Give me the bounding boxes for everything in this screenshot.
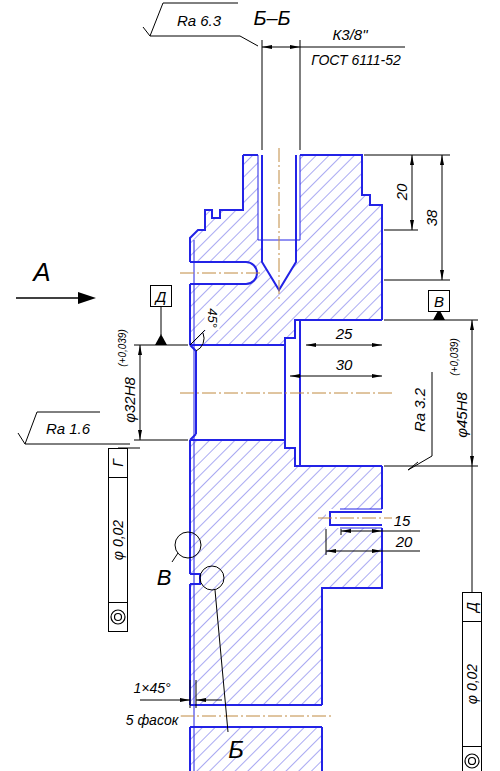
datum-letter: Д [156,289,167,304]
thread-lines [194,155,382,771]
detail-callouts [175,532,201,558]
dimension-text: 38 [424,210,439,227]
concentricity-symbol [465,754,479,768]
tolerance-frame: φ 0,02Д [462,592,482,771]
frame-leaders [118,448,472,602]
dimension-lines [382,531,420,532]
roughness-symbols [143,3,238,36]
dimension-lines [384,320,478,466]
concentricity-symbol [464,753,480,769]
hole-voids [189,153,383,727]
detail-letter: В [157,567,172,589]
dimension-lines [306,345,382,346]
diameter-text: φ45H8 [454,392,469,438]
roughness-symbols [408,372,432,470]
tolerance-text: (+0,039) [450,338,460,376]
datum-letter: Г [109,449,127,478]
datum-box: В [428,290,450,312]
dimension-lines [134,345,188,440]
diameter-text: φ32H8 [122,377,137,423]
part-outline [190,155,382,771]
detail-callouts [172,532,228,732]
dimension-lines [442,155,443,280]
angle-text: 45° [205,306,220,330]
dimension-lines [262,40,300,150]
center-lines [180,716,332,717]
tolerance-text: (+0,039) [118,329,128,367]
dimension-text: 20 [394,184,409,201]
hole-outlines [190,155,382,727]
roughness-label: Ra 6.3 [177,13,221,28]
dimension-text: 25 [336,326,353,341]
dimension-text: 30 [336,357,353,372]
dimension-lines [140,345,141,440]
symbol-cell [109,603,127,631]
dimension-lines [412,155,413,230]
concentricity-symbol [115,614,122,621]
concentricity-symbol [111,610,125,624]
note-text: 5 фасок [124,712,181,728]
tolerance-frame: φ 0,02Г [108,448,128,632]
detail-callouts [172,553,178,562]
center-lines [180,148,395,716]
tolerance-value: φ 0,02 [109,478,127,603]
thread-lines [194,240,195,771]
datum-box: Д [150,285,172,307]
center-lines [318,518,392,519]
center-lines [279,148,280,300]
roughness-label: Ra 3.2 [412,388,427,432]
datum-letter: В [434,294,444,309]
view-arrow [16,292,96,304]
view-letter: А [33,259,50,285]
part-outline [190,155,382,771]
concentricity-symbol [469,758,476,765]
center-lines [180,273,262,274]
view-arrow [78,292,96,304]
dimension-lines [341,531,382,532]
symbol-cell [463,747,481,771]
dimension-text: 20 [396,534,413,549]
tolerance-value: φ 0,02 [463,622,481,747]
center-lines [180,393,395,394]
thread-label: К3/8" [332,27,367,42]
datum-markers [161,307,162,335]
view-arrow [16,297,80,299]
dimension-lines [300,47,405,48]
section-label: Б–Б [253,8,290,28]
roughness-symbols [25,444,130,445]
roughness-symbols [18,3,432,470]
roughness-label: Ra 1.6 [46,421,90,436]
section-hatching [190,155,382,771]
frame-leaders [472,466,473,602]
section-hatching [190,155,382,771]
detail-letter: Б [228,738,244,762]
dimension-lines [262,47,300,48]
dimension-lines [364,155,450,280]
dimension-lines [134,40,478,708]
datum-markers [155,307,445,345]
dimension-lines [326,551,382,552]
datum-letter: Д [463,593,481,622]
detail-callouts [215,590,228,732]
dimension-lines [290,376,382,377]
dimension-text: 15 [394,513,411,528]
hole-outlines [190,440,382,466]
standard-label: ГОСТ 6111-52 [311,53,400,67]
dimension-lines [196,700,222,701]
detail-callouts [200,566,224,590]
dimension-lines [196,333,204,351]
chamfer-text: 1×45° [131,680,172,696]
roughness-symbols [18,412,100,444]
dimension-lines [140,700,190,701]
roughness-symbols [150,36,258,46]
concentricity-symbol [110,609,126,625]
dimension-lines [190,680,196,708]
datum-markers [155,334,167,345]
dimension-lines [382,551,420,552]
hole-outlines [190,574,200,584]
dimension-lines [472,320,473,466]
